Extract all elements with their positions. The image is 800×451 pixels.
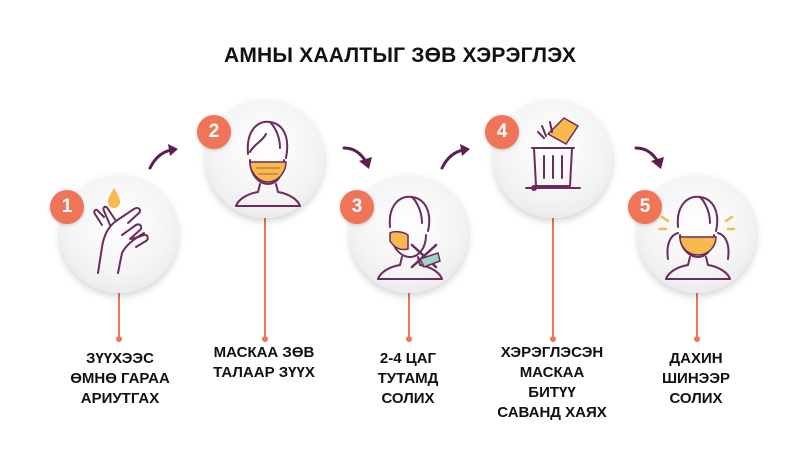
connector-dot	[405, 336, 412, 342]
step-5-circle	[638, 175, 756, 293]
new-mask-icon	[658, 195, 736, 280]
step-4-badge: 4	[485, 115, 519, 149]
step-3-badge: 3	[340, 190, 374, 224]
step-3-label: 2-4 ЦАГ ТУТАМД СОЛИХ	[377, 350, 439, 407]
connector-line	[696, 290, 698, 338]
connector-dot	[693, 336, 700, 342]
step-1-label: ЗҮҮХЭЭС ӨМНӨ ГАРАА АРИУТГАХ	[70, 350, 170, 407]
arrow-right-down-icon	[342, 146, 372, 169]
step-2-circle	[206, 100, 324, 218]
step-5-badge: 5	[628, 190, 662, 224]
step-2-label: МАСКАА ЗӨВ ТАЛААР ЗҮҮХ	[213, 344, 315, 381]
step-2-badge: 2	[197, 115, 231, 149]
trash-bin-icon	[525, 117, 581, 191]
connector-line	[264, 216, 266, 338]
connector-line	[118, 290, 120, 338]
page-title: АМНЫ ХААЛТЫГ ЗӨВ ХЭРЭГЛЭХ	[223, 44, 577, 67]
step-4-label: ХЭРЭГЛЭСЭН МАСКАА БИТҮҮ САВАНД ХАЯХ	[497, 344, 607, 421]
connector-line	[552, 216, 554, 338]
hand-wash-icon	[93, 188, 149, 274]
step-1-circle	[60, 175, 178, 293]
connector-dot	[549, 336, 556, 342]
step-1-badge: 1	[50, 190, 84, 224]
connector-line	[408, 290, 410, 338]
arrow-right-up-icon	[440, 144, 470, 170]
woman-mask-icon	[235, 120, 301, 207]
step-5-label: ДАХИН ШИНЭЭР СОЛИХ	[661, 350, 731, 407]
connector-dot	[115, 336, 122, 342]
step-3-circle	[350, 175, 468, 293]
arrow-right-down-icon	[634, 146, 664, 169]
connector-dot	[261, 336, 268, 342]
replace-mask-icon	[377, 195, 443, 280]
arrow-right-up-icon	[148, 144, 178, 170]
